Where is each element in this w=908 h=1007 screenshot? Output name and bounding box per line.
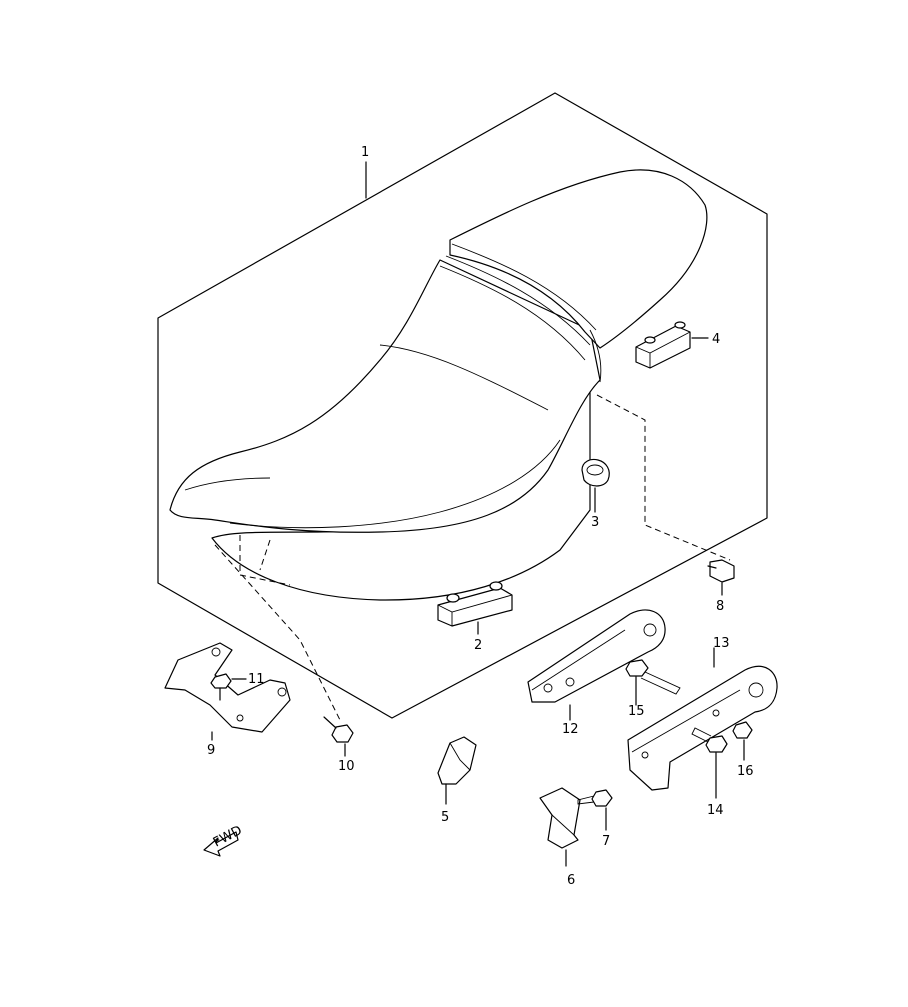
part-10-bolt xyxy=(323,716,354,757)
callout-5: 5 xyxy=(441,810,449,825)
seat-assembly xyxy=(169,169,731,721)
part-12-rail-left xyxy=(527,609,666,721)
callout-14: 14 xyxy=(707,803,724,818)
part-5-clip xyxy=(437,736,477,805)
callout-6: 6 xyxy=(567,873,575,888)
callout-12: 12 xyxy=(562,722,579,737)
part-9-bracket xyxy=(164,642,291,741)
callout-4: 4 xyxy=(712,332,720,347)
callout-15: 15 xyxy=(628,704,645,719)
callout-11: 11 xyxy=(248,672,265,687)
part-6-clip xyxy=(539,787,581,867)
callout-7: 7 xyxy=(602,834,610,849)
callout-13: 13 xyxy=(713,636,730,651)
part-8-bolt xyxy=(707,559,735,596)
part-14-bolt xyxy=(691,727,728,799)
fwd-arrow-icon: FWD xyxy=(203,823,245,857)
callout-3: 3 xyxy=(591,515,599,530)
callout-9: 9 xyxy=(207,743,215,758)
assembly-boundary xyxy=(157,92,768,719)
callout-2: 2 xyxy=(474,638,482,653)
part-11-bolt xyxy=(210,673,247,701)
callout-8: 8 xyxy=(716,599,724,614)
part-2-cushion xyxy=(437,581,513,635)
callout-1: 1 xyxy=(361,145,369,160)
part-4-cushion xyxy=(635,321,709,369)
callout-16: 16 xyxy=(737,764,754,779)
part-13-rail-right xyxy=(627,647,778,791)
part-3-grommet xyxy=(581,458,610,513)
part-7-bolt xyxy=(577,789,613,831)
fwd-label: FWD xyxy=(211,823,245,850)
part-16-nut xyxy=(732,721,753,761)
part-15-bolt xyxy=(625,659,681,706)
callout-10: 10 xyxy=(338,759,355,774)
